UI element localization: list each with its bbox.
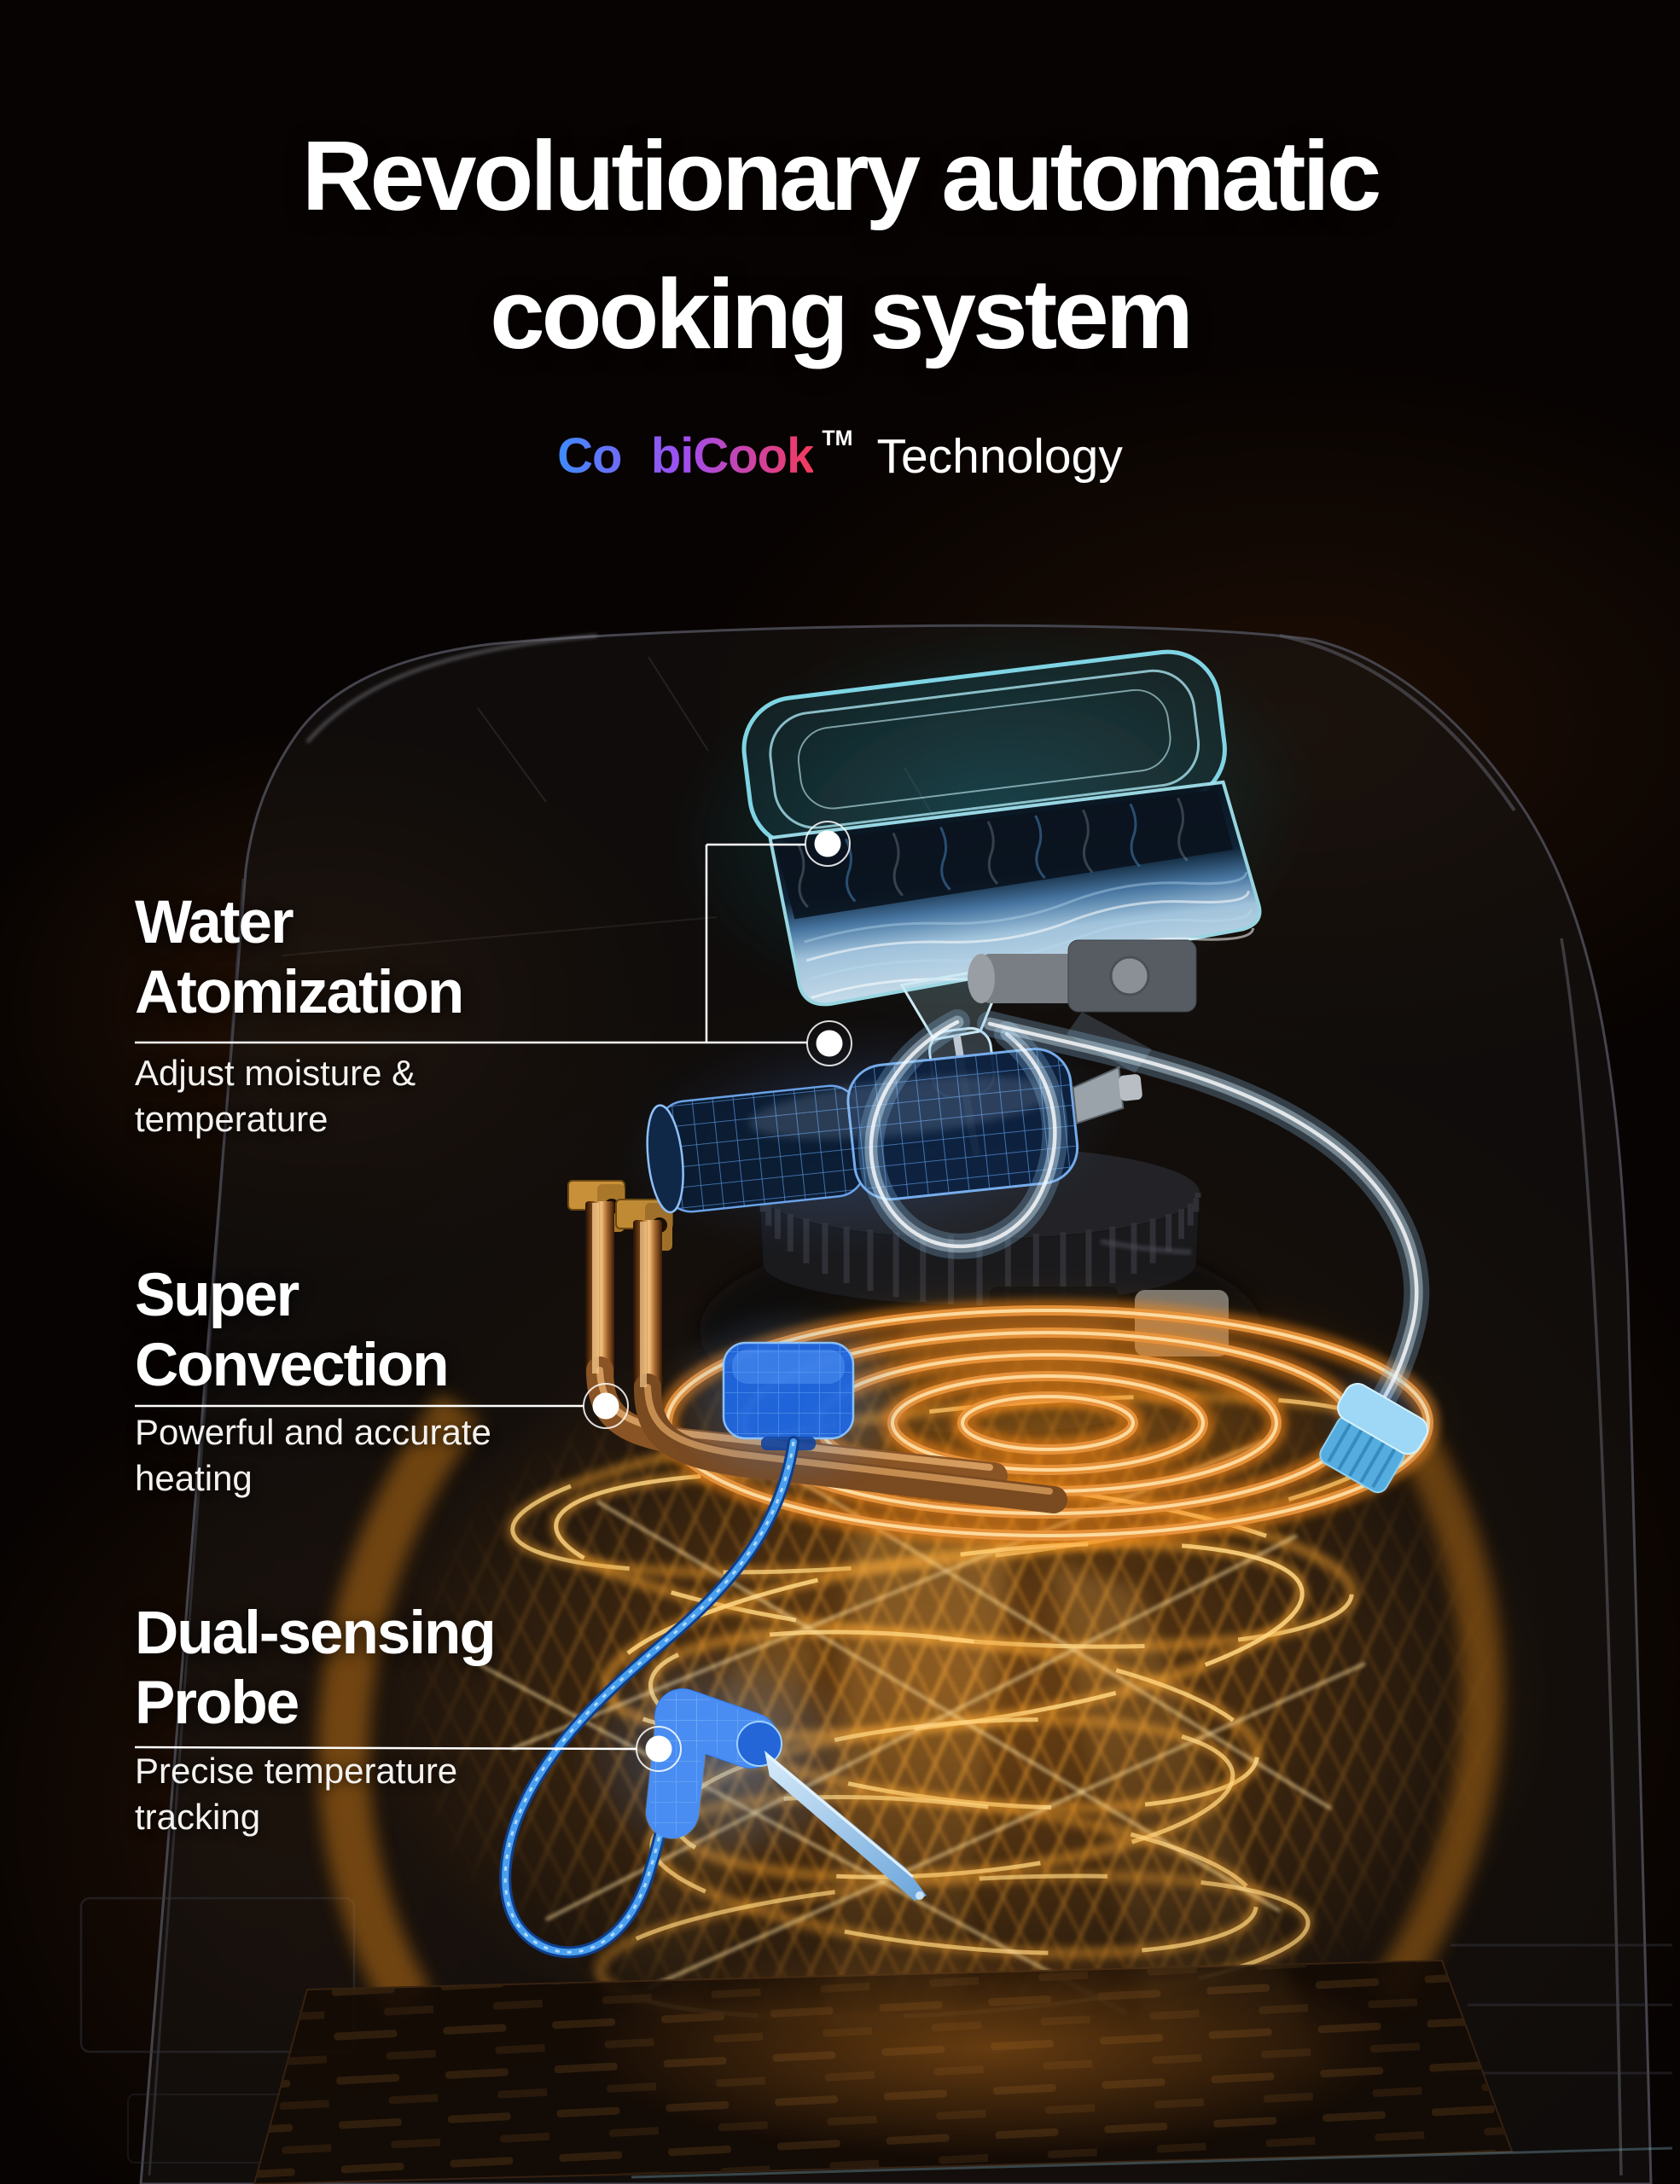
feature-heading: Super Convection: [135, 1262, 450, 1399]
tank-dark-water: [775, 789, 1234, 920]
probe-collar: [736, 1721, 782, 1767]
needle-tip: [916, 1891, 924, 1900]
atomizer-nozzle: [1072, 1066, 1125, 1124]
probe-cable: [499, 1436, 799, 1959]
pump-bracket: [968, 939, 1197, 1073]
tank-dot-ring: [805, 821, 851, 867]
water-tank: [670, 620, 1316, 1156]
feature-description: Powerful and accurate heating: [135, 1412, 491, 1498]
copper-tube-left: [585, 1201, 614, 1377]
convection-dot-ring: [583, 1383, 629, 1429]
convection-dot: [592, 1392, 619, 1420]
feature-super-convection: Super Convection: [135, 1261, 450, 1401]
title-line-2: cooking system: [490, 258, 1194, 369]
light-ray: [1049, 1561, 1331, 2090]
water-tube: [858, 1009, 1442, 1494]
oven-edge-highlight: [305, 634, 598, 744]
brand-logo: Co///biCook: [557, 427, 813, 486]
glass-glint: [631, 2146, 1673, 2179]
oven-right-edge: [1560, 938, 1623, 2176]
atomizer-endcap: [646, 1104, 684, 1214]
trademark-symbol: TM: [822, 427, 853, 450]
feature-dual-sensing-probe: Dual-sensing Probe: [135, 1599, 497, 1739]
copper-tube-right: [633, 1220, 662, 1391]
page-title: Revolutionary automatic cooking system: [0, 107, 1680, 383]
feature-water-atomization: Water Atomization: [135, 888, 464, 1028]
title-line-1: Revolutionary automatic: [301, 120, 1382, 231]
probe-dot-ring: [636, 1726, 682, 1772]
callout-branch-water-tank: [705, 843, 805, 1043]
brand-row: Co///biCook TM Technology: [0, 427, 1680, 486]
technology-label: Technology: [876, 429, 1123, 484]
tank-water-streaks: [797, 797, 1189, 909]
callouts: [134, 821, 852, 1772]
brand-suffix: biCook: [650, 428, 814, 484]
tank-dot: [814, 830, 841, 857]
light-ray: [823, 1527, 1015, 2054]
drawer-outline: [79, 1896, 356, 2053]
vortex-right-arc: [1369, 1432, 1503, 2008]
oven-edge-highlight-right: [1279, 634, 1516, 812]
interior-line: [281, 916, 718, 956]
feature-heading: Dual-sensing Probe: [135, 1600, 497, 1737]
callout-dots: [583, 821, 852, 1772]
feature-dual-sensing-probe-desc: Precise temperature tracking: [135, 1748, 457, 1840]
vortex-left-arc: [317, 1392, 482, 2018]
ntc-sensor-box: [661, 1305, 917, 1493]
atomizer-dot: [816, 1030, 843, 1057]
feature-heading: Water Atomization: [135, 889, 464, 1026]
feature-water-atomization-desc: Adjust moisture & temperature: [135, 1050, 416, 1142]
feature-description: Adjust moisture & temperature: [135, 1053, 416, 1139]
probe-dot: [645, 1735, 672, 1763]
brand-prefix: Co: [557, 428, 622, 484]
callout-line-dual-sensing-probe: [134, 1745, 637, 1751]
tube-connector: [1319, 1360, 1442, 1494]
oven-left-edge: [148, 878, 245, 2176]
tank-water-ripples: [804, 872, 1255, 1000]
atomizer-dot-ring: [806, 1020, 852, 1066]
food-probe: [576, 1647, 927, 1901]
feature-description: Precise temperature tracking: [135, 1751, 458, 1837]
feature-super-convection-desc: Powerful and accurate heating: [135, 1409, 491, 1502]
